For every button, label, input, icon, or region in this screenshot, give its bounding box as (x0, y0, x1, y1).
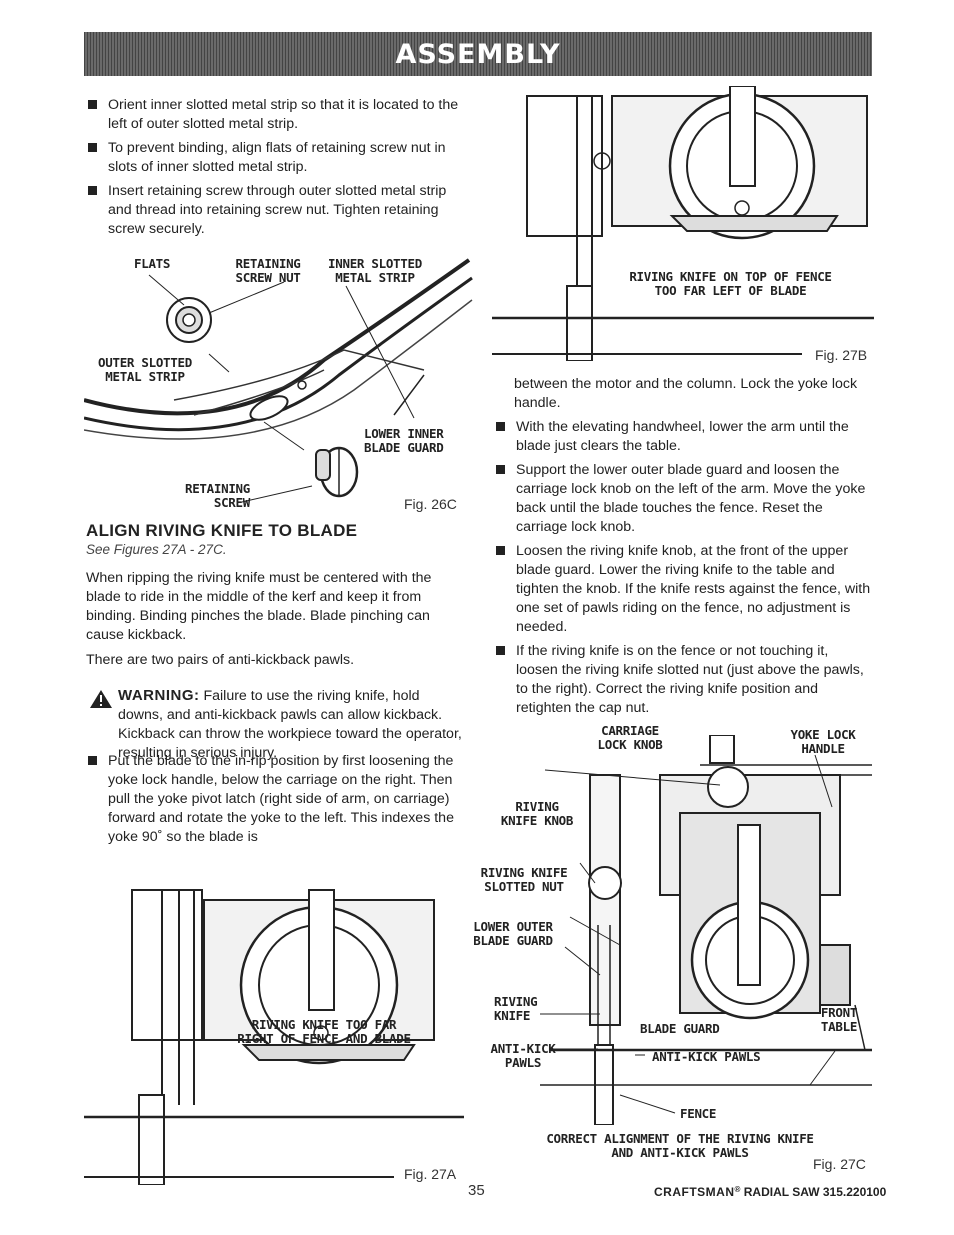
label-line: LOWER OUTER (473, 919, 553, 934)
label-retaining-nut: RETAINING SCREW NUT (228, 257, 308, 285)
list-item: If the riving knife is on the fence or n… (494, 642, 872, 718)
fig-27b-label: RIVING KNIFE ON TOP OF FENCE TOO FAR LEF… (623, 270, 838, 298)
warning-block: WARNING: Failure to use the riving knife… (118, 686, 463, 763)
page-title: ASSEMBLY (395, 38, 561, 70)
label-line: ANTI-KICK (490, 1041, 556, 1056)
label-anti-kick: ANTI-KICK PAWLS (488, 1042, 558, 1070)
label-outer-strip: OUTER SLOTTED METAL STRIP (90, 356, 200, 384)
label-line: RIGHT OF FENCE AND BLADE (237, 1031, 411, 1046)
yoke-bullet: Put the blade to the in-rip position by … (86, 752, 468, 852)
label-retaining-screw: RETAINING SCREW (170, 482, 250, 510)
label-line: RIVING KNIFE ON TOP OF FENCE (629, 269, 832, 284)
list-item: Insert retaining screw through outer slo… (86, 182, 466, 239)
fig-27c-caption: Fig. 27C (813, 1156, 866, 1172)
fig-27a-caption: Fig. 27A (404, 1166, 457, 1182)
label-line: PAWLS (504, 1055, 542, 1070)
warning-icon (90, 690, 112, 708)
label-yoke-lock: YOKE LOCK HANDLE (778, 728, 868, 756)
fig-27b-illustration (492, 86, 874, 361)
align-section: ALIGN RIVING KNIFE TO BLADE See Figures … (86, 521, 466, 670)
section-subtitle: See Figures 27A - 27C. (86, 542, 227, 557)
label-line: RETAINING (184, 481, 250, 496)
paragraph: between the motor and the column. Lock t… (514, 376, 858, 411)
paragraph: There are two pairs of anti-kickback paw… (86, 652, 355, 668)
label-line: CARRIAGE (601, 723, 659, 738)
label-line: SCREW NUT (235, 270, 301, 285)
label-line: TABLE (820, 1019, 858, 1034)
label-line: OUTER SLOTTED (98, 355, 192, 370)
label-blade-guard: BLADE GUARD (640, 1021, 720, 1036)
label-line: AND ANTI-KICK PAWLS (611, 1145, 749, 1160)
model-text: RADIAL SAW 315.220100 (743, 1185, 887, 1199)
header-banner: ASSEMBLY (84, 32, 872, 76)
list-item: With the elevating handwheel, lower the … (494, 418, 872, 456)
label-line: BLADE GUARD (473, 933, 553, 948)
label-riving-knob: RIVING KNIFE KNOB (494, 800, 580, 828)
brand-logo: CRAFTSMAN (654, 1185, 735, 1199)
list-item: To prevent binding, align flats of retai… (86, 139, 466, 177)
label-line: LOCK KNOB (597, 737, 663, 752)
label-line: YOKE LOCK (790, 727, 856, 742)
warning-text: Failure to use the riving knife, hold do… (118, 688, 462, 761)
label-line: KNIFE KNOB (500, 813, 574, 828)
label-fence: FENCE (680, 1106, 717, 1121)
list-item: Orient inner slotted metal strip so that… (86, 96, 466, 134)
label-line: SLOTTED NUT (484, 879, 564, 894)
label-line: RIVING KNIFE (480, 865, 568, 880)
label-line: INNER SLOTTED (328, 256, 422, 271)
label-anti-kick-pawls: ANTI-KICK PAWLS (652, 1049, 761, 1064)
label-lower-outer-guard: LOWER OUTER BLADE GUARD (466, 920, 560, 948)
label-line: RETAINING (235, 256, 301, 271)
label-line: METAL STRIP (105, 369, 185, 384)
label-line: METAL STRIP (335, 270, 415, 285)
fig-27c-title: CORRECT ALIGNMENT OF THE RIVING KNIFE AN… (520, 1132, 840, 1160)
list-item: Support the lower outer blade guard and … (494, 461, 872, 537)
list-item: Loosen the riving knife knob, at the fro… (494, 542, 872, 637)
label-line: RIVING (494, 994, 538, 1009)
label-line: RIVING KNIFE TOO FAR (251, 1017, 397, 1032)
label-lower-guard: LOWER INNER BLADE GUARD (364, 426, 444, 455)
left-bullets: Orient inner slotted metal strip so that… (86, 96, 466, 244)
brand-mark: ® (734, 1185, 741, 1194)
label-line: CORRECT ALIGNMENT OF THE RIVING KNIFE (546, 1131, 814, 1146)
label-riving-knife: RIVING KNIFE (494, 994, 538, 1023)
list-item: Put the blade to the in-rip position by … (86, 752, 468, 847)
label-line: TOO FAR LEFT OF BLADE (654, 283, 807, 298)
fig-27a-label: RIVING KNIFE TOO FAR RIGHT OF FENCE AND … (214, 1018, 434, 1046)
label-line: SCREW (213, 495, 250, 510)
label-inner-strip: INNER SLOTTED METAL STRIP (320, 257, 430, 285)
right-text: between the motor and the column. Lock t… (494, 375, 872, 723)
label-front-table: FRONT TABLE (814, 1006, 864, 1034)
warning-label: WARNING: (118, 687, 200, 704)
label-line: FRONT (820, 1005, 858, 1020)
label-line: KNIFE (494, 1008, 531, 1023)
footer-brand-line: CRAFTSMAN® RADIAL SAW 315.220100 (654, 1185, 886, 1199)
label-line: BLADE GUARD (364, 440, 444, 455)
label-slotted-nut: RIVING KNIFE SLOTTED NUT (478, 866, 570, 894)
label-flats: FLATS (134, 256, 171, 271)
label-carriage-knob: CARRIAGE LOCK KNOB (580, 724, 680, 752)
label-line: RIVING (515, 799, 559, 814)
fig-27b-caption: Fig. 27B (815, 347, 868, 363)
section-title: ALIGN RIVING KNIFE TO BLADE (86, 521, 358, 540)
label-line: HANDLE (801, 741, 845, 756)
page-number: 35 (468, 1182, 485, 1199)
label-line: LOWER INNER (364, 426, 444, 441)
paragraph: When ripping the riving knife must be ce… (86, 570, 432, 643)
fig-27a-illustration (84, 889, 464, 1185)
fig-26c-caption: Fig. 26C (404, 496, 457, 512)
fig-26c-illustration (84, 258, 473, 503)
fig-27c-illustration (540, 735, 872, 1125)
